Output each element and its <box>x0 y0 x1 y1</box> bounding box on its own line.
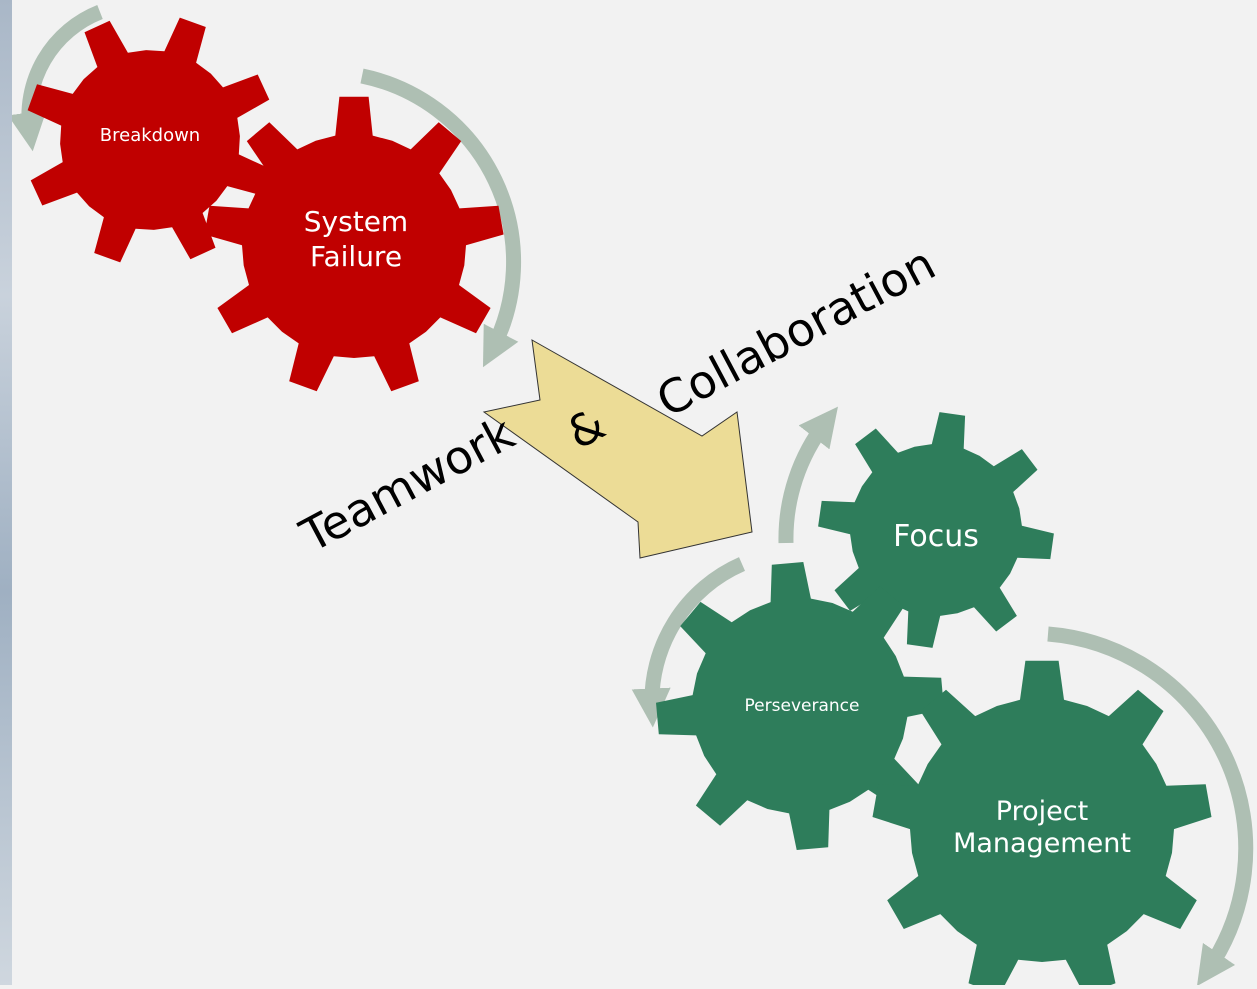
breakdown-label: Breakdown <box>100 125 200 146</box>
focus-label: Focus <box>893 519 979 554</box>
cycle-arrow-system-failure <box>360 68 522 368</box>
perseverance-label: Perseverance <box>745 696 860 716</box>
left-edge-strip <box>0 0 12 985</box>
cycle-arrow-project-management <box>1047 626 1254 987</box>
cycle-arrow-focus <box>778 406 838 544</box>
perseverance-gear <box>656 562 944 850</box>
system-failure-gear <box>204 96 504 392</box>
cycle-arrow-breakdown <box>7 5 103 152</box>
teamwork-label: Teamwork <box>291 406 523 564</box>
project-management-label-line2: Management <box>953 828 1131 859</box>
process-arrow <box>482 339 753 559</box>
cycle-arrow-perseverance <box>631 557 746 728</box>
breakdown-gear <box>27 17 273 263</box>
system-failure-label-line2: Failure <box>310 240 402 273</box>
project-management-label-line1: Project <box>996 796 1088 827</box>
project-management-gear <box>872 660 1212 989</box>
collaboration-label: Collaboration <box>648 236 944 428</box>
system-failure-label-line1: System <box>304 205 408 238</box>
